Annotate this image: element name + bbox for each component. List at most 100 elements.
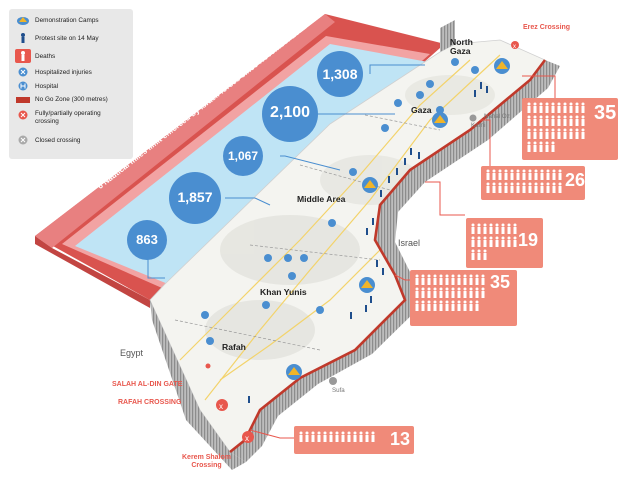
place-north-gaza: North Gaza: [450, 37, 473, 57]
legend-item-camps: Demonstration Camps: [15, 15, 99, 25]
death-figure-icon: [557, 102, 561, 113]
death-figure-icon: [501, 223, 505, 234]
legend-item-closed-crossing: Closed crossing: [15, 135, 80, 145]
death-figure-icon: [451, 274, 455, 285]
death-figure-icon: [445, 300, 449, 311]
death-figure-icon: [439, 300, 443, 311]
death-figure-icon: [563, 102, 567, 113]
deaths-value-north-gaza: 35: [594, 102, 617, 124]
death-figure-icon: [513, 236, 517, 247]
death-figure-icon: [522, 182, 526, 193]
label-kerem-shalom-crossing: Kerem Shalom Crossing: [182, 454, 232, 469]
deaths-icon: [15, 49, 31, 63]
legend-label: Hospitalized injuries: [35, 68, 92, 76]
death-figure-icon: [558, 182, 562, 193]
death-figure-icon: [516, 182, 520, 193]
death-figure-icon: [533, 115, 537, 126]
death-figure-icon: [546, 182, 550, 193]
injury-value-middle-area: 1,067: [227, 149, 259, 163]
injury-leaders: [147, 64, 425, 279]
death-figure-icon: [489, 223, 493, 234]
death-figure-icon: [415, 274, 419, 285]
death-figure-icon: [513, 223, 517, 234]
death-figure-icon: [471, 249, 475, 260]
death-figure-icon: [433, 300, 437, 311]
deaths-value-rafah: 13: [390, 429, 411, 449]
label-salah-al-din-gate: SALAH AL-DIN GATE: [112, 381, 183, 388]
death-figure-icon: [353, 431, 357, 442]
death-figure-icon: [569, 115, 573, 126]
death-figure-icon: [477, 249, 481, 260]
death-figure-icon: [486, 182, 490, 193]
death-figure-icon: [581, 115, 585, 126]
death-figure-icon: [365, 431, 369, 442]
death-figure-icon: [433, 287, 437, 298]
death-figure-icon: [507, 236, 511, 247]
death-figure-icon: [427, 300, 431, 311]
country-egypt: Egypt: [120, 348, 144, 358]
death-figure-icon: [558, 169, 562, 180]
legend-item-deaths: Deaths: [15, 49, 55, 63]
legend-label: No Go Zone (300 metres): [35, 96, 108, 103]
deaths-box-rafah: 13: [294, 426, 414, 454]
deaths-box-middle-area: 19: [466, 218, 543, 268]
death-figure-icon: [539, 102, 543, 113]
death-figure-icon: [504, 182, 508, 193]
death-figure-icon: [421, 287, 425, 298]
label-sufa: Sufa: [332, 387, 345, 394]
death-figure-icon: [489, 236, 493, 247]
death-figure-icon: [495, 236, 499, 247]
death-figure-icon: [483, 236, 487, 247]
deaths-box-gaza: 26: [481, 166, 585, 200]
death-figure-icon: [335, 431, 339, 442]
svg-text:x: x: [513, 44, 516, 50]
deaths-figures-gaza: [485, 169, 563, 200]
death-figure-icon: [463, 287, 467, 298]
death-figure-icon: [575, 128, 579, 139]
death-figure-icon: [451, 300, 455, 311]
death-figure-icon: [359, 431, 363, 442]
death-figure-icon: [545, 141, 549, 152]
death-figure-icon: [305, 431, 309, 442]
legend-item-protest: Protest site on 14 May: [15, 32, 99, 44]
death-figure-icon: [563, 115, 567, 126]
death-figure-icon: [527, 128, 531, 139]
deaths-figures-khan-yunis: [414, 274, 488, 318]
death-figure-icon: [575, 115, 579, 126]
legend-label: Demonstration Camps: [35, 16, 99, 24]
closed-crossing-icon: [15, 135, 31, 145]
death-figure-icon: [421, 274, 425, 285]
legend-item-no-go: No Go Zone (300 metres): [15, 96, 108, 103]
death-figure-icon: [371, 431, 375, 442]
injury-icon: [15, 67, 31, 77]
death-figure-icon: [317, 431, 321, 442]
death-figure-icon: [483, 249, 487, 260]
death-figure-icon: [481, 287, 485, 298]
death-figure-icon: [551, 128, 555, 139]
death-figure-icon: [427, 287, 431, 298]
death-figure-icon: [522, 169, 526, 180]
death-figure-icon: [457, 287, 461, 298]
death-figure-icon: [569, 128, 573, 139]
deaths-box-khan-yunis: 35: [410, 270, 517, 326]
deaths-figures-rafah: [298, 431, 388, 449]
death-figure-icon: [540, 169, 544, 180]
death-figure-icon: [421, 300, 425, 311]
death-figure-icon: [492, 182, 496, 193]
death-figure-icon: [475, 274, 479, 285]
deaths-value-middle-area: 19: [518, 230, 539, 250]
label-nahal-oz: Nahal Oz: [484, 113, 510, 120]
legend-label: Hospital: [35, 82, 59, 90]
death-figure-icon: [516, 169, 520, 180]
death-figure-icon: [575, 102, 579, 113]
death-figure-icon: [546, 169, 550, 180]
death-figure-icon: [477, 236, 481, 247]
sea-frame-top: [35, 14, 335, 248]
place-rafah: Rafah: [222, 342, 246, 352]
death-figure-icon: [415, 287, 419, 298]
death-figure-icon: [534, 182, 538, 193]
death-figure-icon: [341, 431, 345, 442]
death-figure-icon: [483, 223, 487, 234]
open-crossing-icon: [15, 110, 31, 120]
deaths-box-north-gaza: 35: [522, 98, 618, 160]
